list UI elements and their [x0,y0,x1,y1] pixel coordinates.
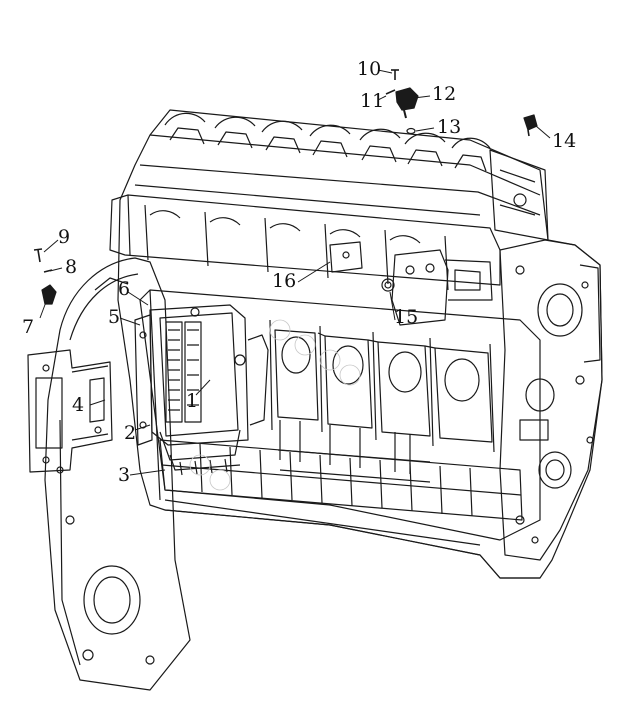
callout-11: 11 [360,90,385,112]
callout-1: 1 [186,390,199,412]
cylinder-block [110,110,602,578]
leader-lines [40,70,550,475]
callout-3: 3 [118,464,131,486]
callout-4: 4 [72,394,85,416]
callout-5: 5 [108,306,121,328]
sensor-parts [386,70,537,136]
callout-9: 9 [58,226,71,248]
callout-13: 13 [437,116,462,138]
callout-16: 16 [272,270,297,292]
callout-7: 7 [22,316,35,338]
callout-6: 6 [118,278,131,300]
callout-10: 10 [357,58,382,80]
callout-15: 15 [394,306,419,328]
watermark-rings [190,320,360,490]
callout-8: 8 [65,256,78,278]
ecu-module [135,305,268,475]
callout-2: 2 [124,422,137,444]
lower-rail [160,420,522,520]
harness-bracket [330,242,492,325]
front-cover [500,240,602,560]
callout-12: 12 [432,83,457,105]
left-small-parts [34,249,56,304]
flywheel-housing [28,258,190,690]
bore-windows [275,330,492,442]
callout-14: 14 [552,130,577,152]
